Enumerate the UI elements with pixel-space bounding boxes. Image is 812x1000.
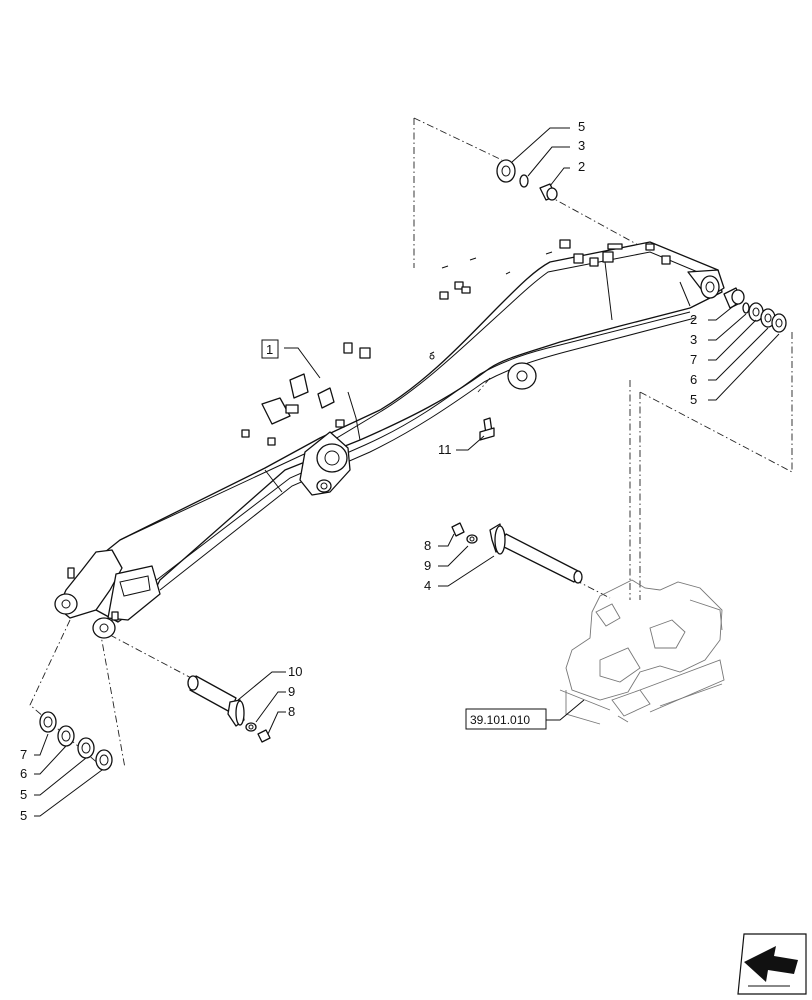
machine-frame-outline xyxy=(559,579,725,725)
callout-boom-box xyxy=(261,339,279,359)
callout-right-shim-6: 6 xyxy=(690,372,697,387)
next-page-arrow-icon[interactable] xyxy=(737,933,807,995)
washer-top-5 xyxy=(496,159,516,183)
left-pin-hardware xyxy=(39,711,113,771)
reference-code[interactable]: 39.101.010 xyxy=(470,713,530,727)
callout-top-oring: 3 xyxy=(578,138,585,153)
oring-top-3 xyxy=(519,174,529,188)
callout-grease-fitting: 11 xyxy=(438,442,452,457)
leader-lines xyxy=(34,127,780,817)
callout-right-washer-5: 5 xyxy=(690,392,697,407)
callout-left-washer-5a: 5 xyxy=(20,787,27,802)
grease-fitting xyxy=(479,417,495,441)
pin-4-assembly xyxy=(451,522,583,584)
center-lines xyxy=(29,117,793,769)
callout-right-bushing: 2 xyxy=(690,312,697,327)
callout-left-washer-5b: 5 xyxy=(20,808,27,823)
pin-10-assembly xyxy=(187,675,271,743)
right-pin-hardware xyxy=(723,287,787,333)
callout-washer-lower: 9 xyxy=(288,684,295,699)
boom xyxy=(54,239,725,639)
callout-labels: 5 3 2 2 3 7 6 5 1 11 8 9 4 10 9 8 7 6 5 … xyxy=(20,119,697,823)
callout-right-oring: 3 xyxy=(690,332,697,347)
callout-top-bushing: 2 xyxy=(578,159,585,174)
callout-left-shim-7: 7 xyxy=(20,747,27,762)
callout-top-washer: 5 xyxy=(578,119,585,134)
callout-pin-10: 10 xyxy=(288,664,302,679)
callout-washer-upper: 9 xyxy=(424,558,431,573)
callout-boom: 1 xyxy=(266,342,273,357)
callout-bolt-lower: 8 xyxy=(288,704,295,719)
callout-bolt-upper: 8 xyxy=(424,538,431,553)
callout-left-shim-6: 6 xyxy=(20,766,27,781)
reference-link[interactable]: 39.101.010 xyxy=(465,708,547,730)
reference-box[interactable] xyxy=(465,708,547,730)
top-pin-hardware xyxy=(496,159,558,201)
callout-right-shim-7: 7 xyxy=(690,352,697,367)
callout-pin-4: 4 xyxy=(424,578,431,593)
